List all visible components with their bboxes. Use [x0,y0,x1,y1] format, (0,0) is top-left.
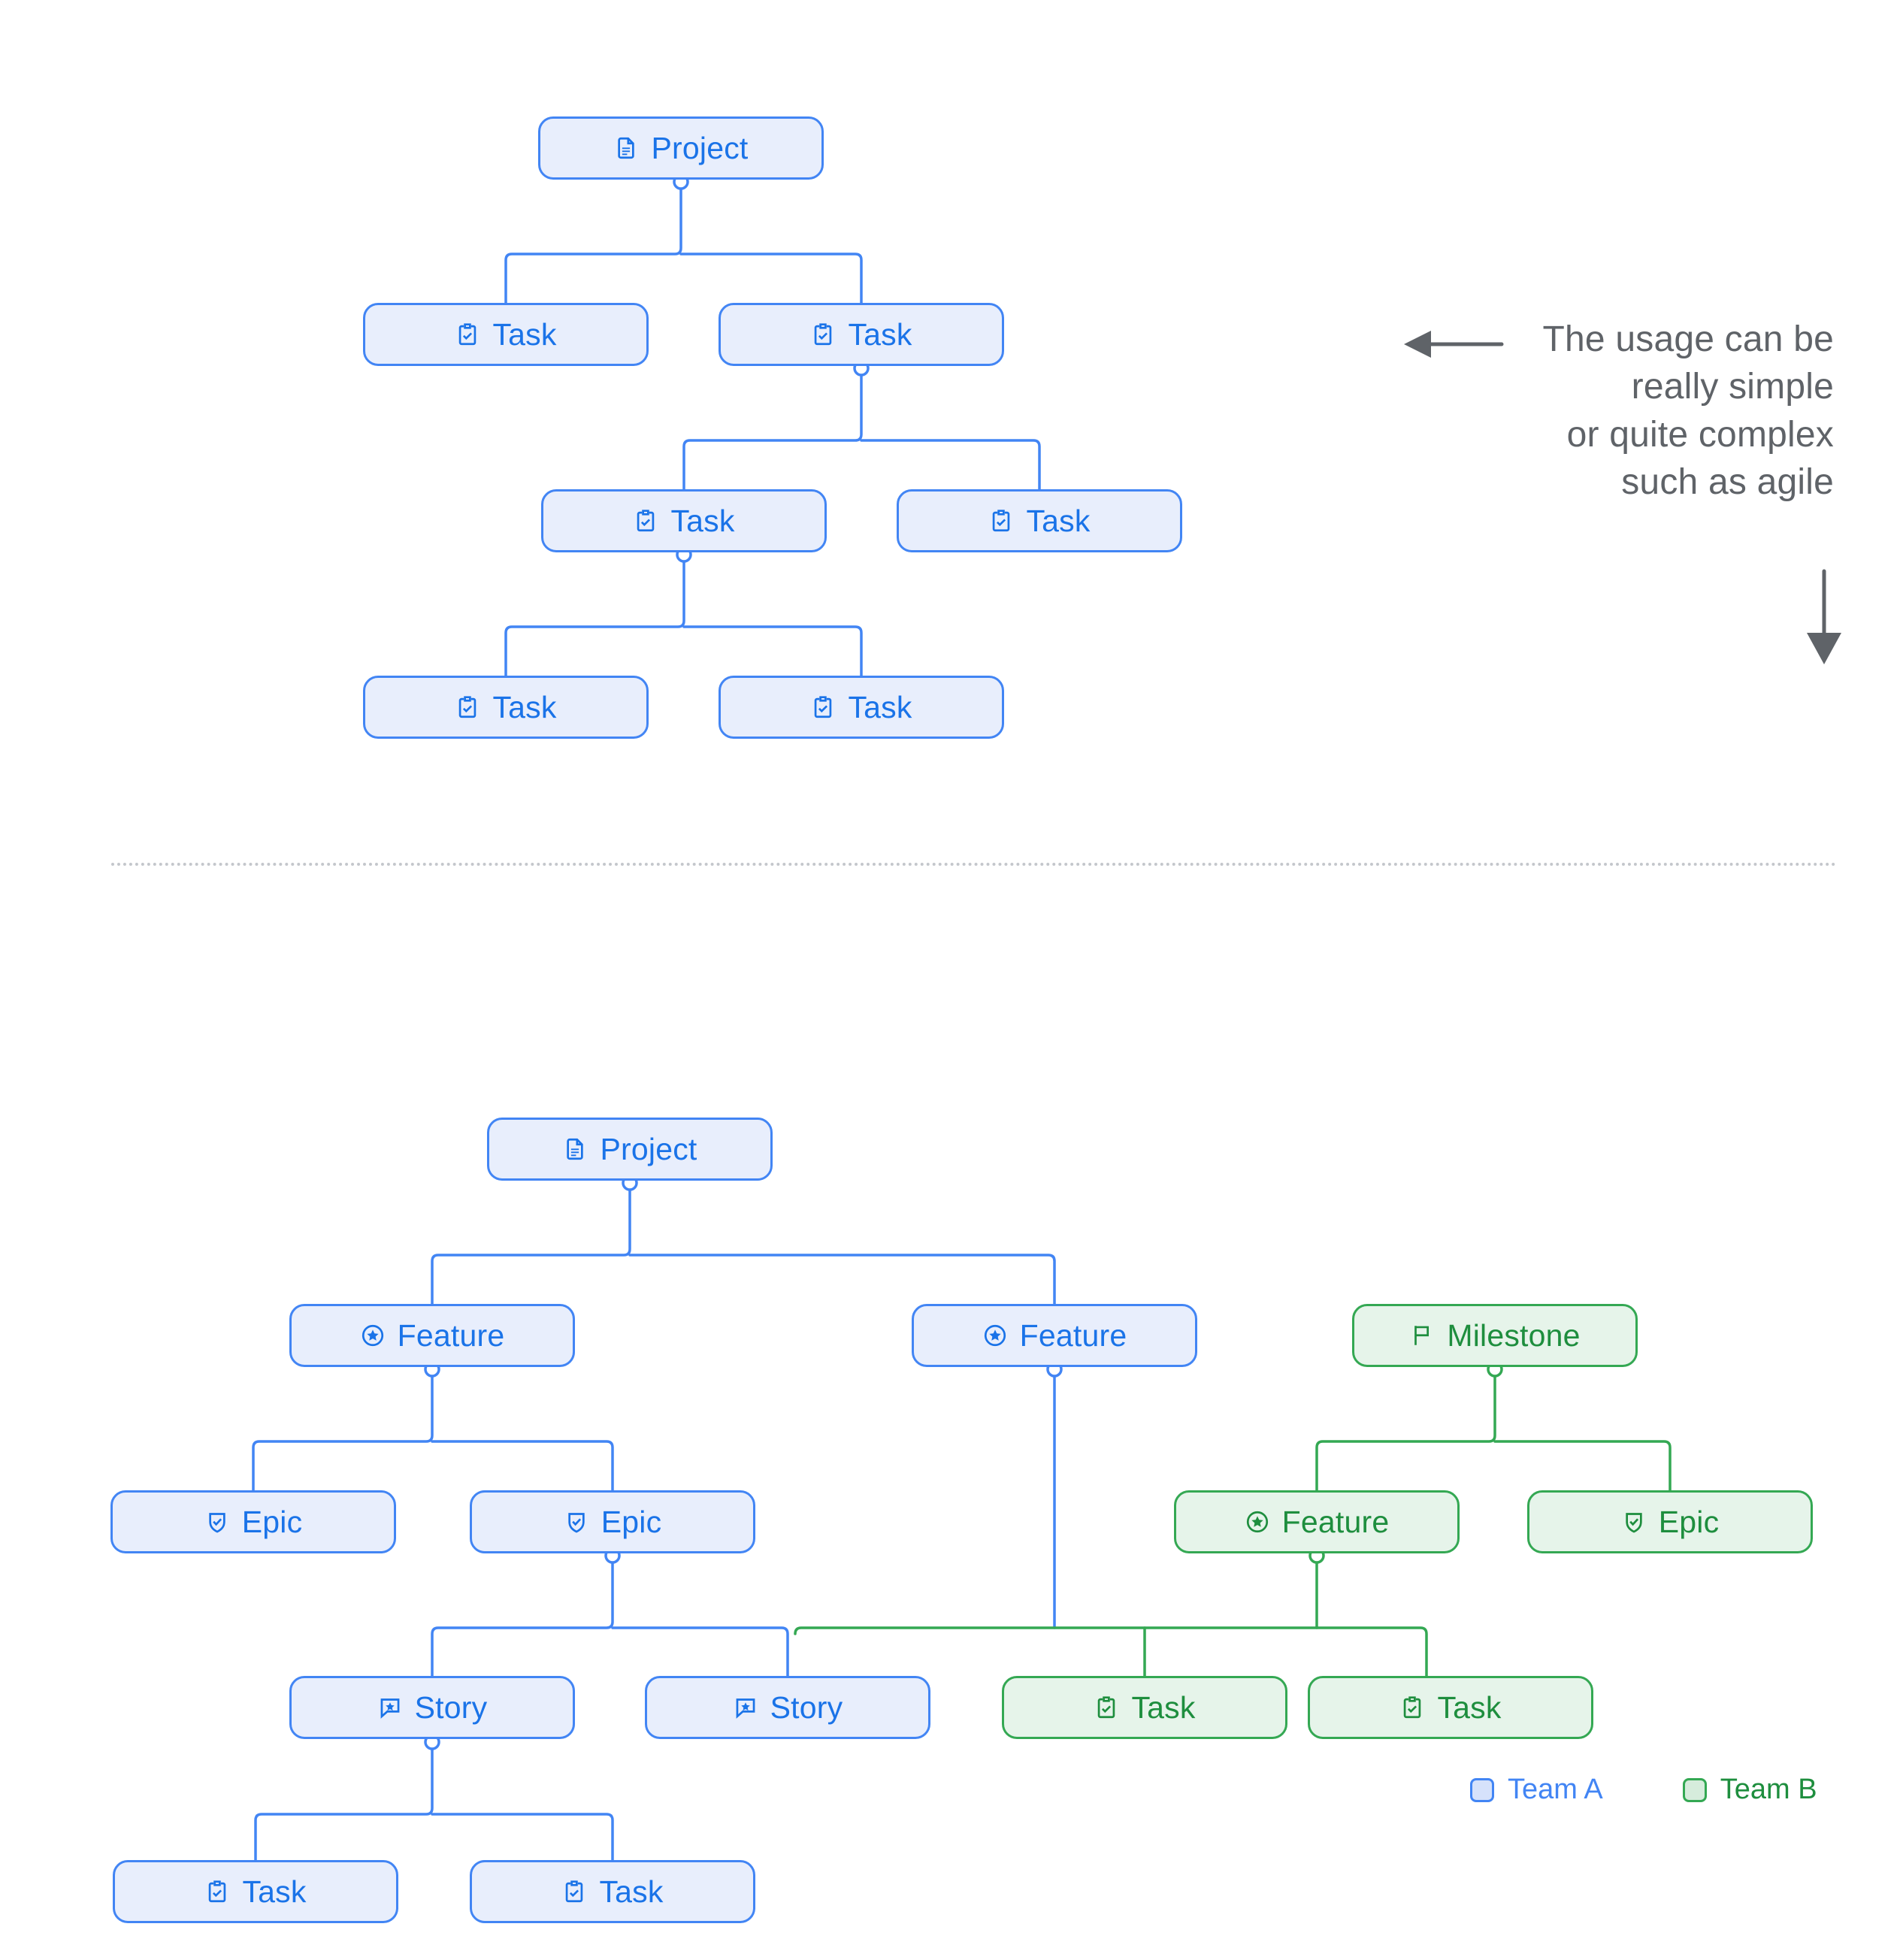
feature-icon [1245,1509,1270,1535]
feature-icon [982,1323,1008,1348]
milestone-icon [1409,1323,1435,1348]
task-icon [1094,1695,1119,1720]
annotation-line-2: really simple [1631,367,1834,407]
node-label: Task [599,1874,664,1909]
task-icon [1399,1695,1425,1720]
annotation-line-3: or quite complex [1566,414,1834,455]
node-label: Epic [241,1504,303,1539]
epic-icon [204,1509,230,1535]
node-label: Epic [601,1504,662,1539]
wire-agile-greenbus [794,1559,1428,1677]
node-feature-a2[interactable]: Feature [912,1304,1197,1367]
wire-agile-story1 [254,1745,614,1862]
node-label: Task [848,316,912,352]
task-icon [633,508,658,534]
node-task-a11[interactable]: Task [1308,1676,1593,1739]
wire-agile-epic2 [431,1559,789,1677]
task-icon [810,694,836,720]
node-task-a12[interactable]: Task [113,1860,398,1923]
node-task-s2[interactable]: Task [719,303,1004,366]
wire-agile-milestone [1315,1372,1672,1492]
node-label: Story [770,1689,843,1725]
annotation-line-1: The usage can be [1542,319,1834,359]
document-icon [613,135,639,161]
task-icon [455,322,480,347]
legend-item-team-b: Team B [1682,1774,1817,1806]
node-label: Story [414,1689,488,1725]
node-epic-a7[interactable]: Epic [1527,1490,1813,1553]
node-label: Task [492,689,557,724]
task-icon [455,694,480,720]
epic-icon [1621,1509,1647,1535]
node-label: Feature [397,1317,505,1353]
epic-icon [564,1509,589,1535]
node-label: Task [1131,1689,1196,1725]
node-feature-a1[interactable]: Feature [289,1304,575,1367]
node-task-a10[interactable]: Task [1002,1676,1287,1739]
node-task-s1[interactable]: Task [363,303,649,366]
task-icon [988,508,1014,534]
legend-swatch-team-b [1682,1777,1707,1802]
legend: Team A Team B [1470,1774,1817,1806]
node-label: Task [670,503,735,538]
annotation-text: The usage can be really simple or quite … [1496,316,1834,506]
node-task-s4[interactable]: Task [897,489,1182,552]
node-label: Task [492,316,557,352]
node-label: Task [1437,1689,1502,1725]
node-feature-a6[interactable]: Feature [1174,1490,1460,1553]
node-epic-a5[interactable]: Epic [470,1490,755,1553]
node-story-a8[interactable]: Story [289,1676,575,1739]
document-icon [562,1136,588,1162]
task-icon [561,1879,587,1904]
story-icon [377,1695,403,1720]
task-icon [204,1879,230,1904]
node-label: Project [651,130,749,165]
wire-simple-l2 [682,371,1041,491]
annotation-line-4: such as agile [1621,462,1834,503]
wire-agile-feature1 [252,1372,614,1492]
task-icon [810,322,836,347]
node-task-s6[interactable]: Task [719,676,1004,739]
legend-swatch-team-a [1470,1777,1494,1802]
node-label: Feature [1019,1317,1127,1353]
arrow-left-head [1404,331,1431,358]
wire-agile-project [431,1186,1056,1305]
legend-item-team-a: Team A [1470,1774,1603,1806]
wire-simple-l3 [504,558,863,677]
node-label: Feature [1281,1504,1390,1539]
connector-ports-agile [424,1175,1503,1750]
arrow-down-head [1807,633,1841,664]
node-epic-a4[interactable]: Epic [110,1490,396,1553]
node-story-a9[interactable]: Story [645,1676,930,1739]
node-project-s0[interactable]: Project [538,116,824,180]
node-label: Milestone [1447,1317,1581,1353]
node-label: Task [242,1874,307,1909]
node-task-s5[interactable]: Task [363,676,649,739]
section-divider [111,863,1837,866]
legend-label-team-a: Team A [1508,1774,1603,1805]
node-label: Task [1026,503,1091,538]
node-label: Project [600,1131,697,1166]
node-task-s3[interactable]: Task [541,489,827,552]
wire-simple-l1 [504,185,863,304]
node-project-a0[interactable]: Project [487,1118,773,1181]
story-icon [733,1695,758,1720]
feature-icon [360,1323,386,1348]
node-label: Task [848,689,912,724]
node-task-a13[interactable]: Task [470,1860,755,1923]
legend-label-team-b: Team B [1720,1774,1817,1805]
node-label: Epic [1658,1504,1720,1539]
node-milestone-a3[interactable]: Milestone [1352,1304,1638,1367]
